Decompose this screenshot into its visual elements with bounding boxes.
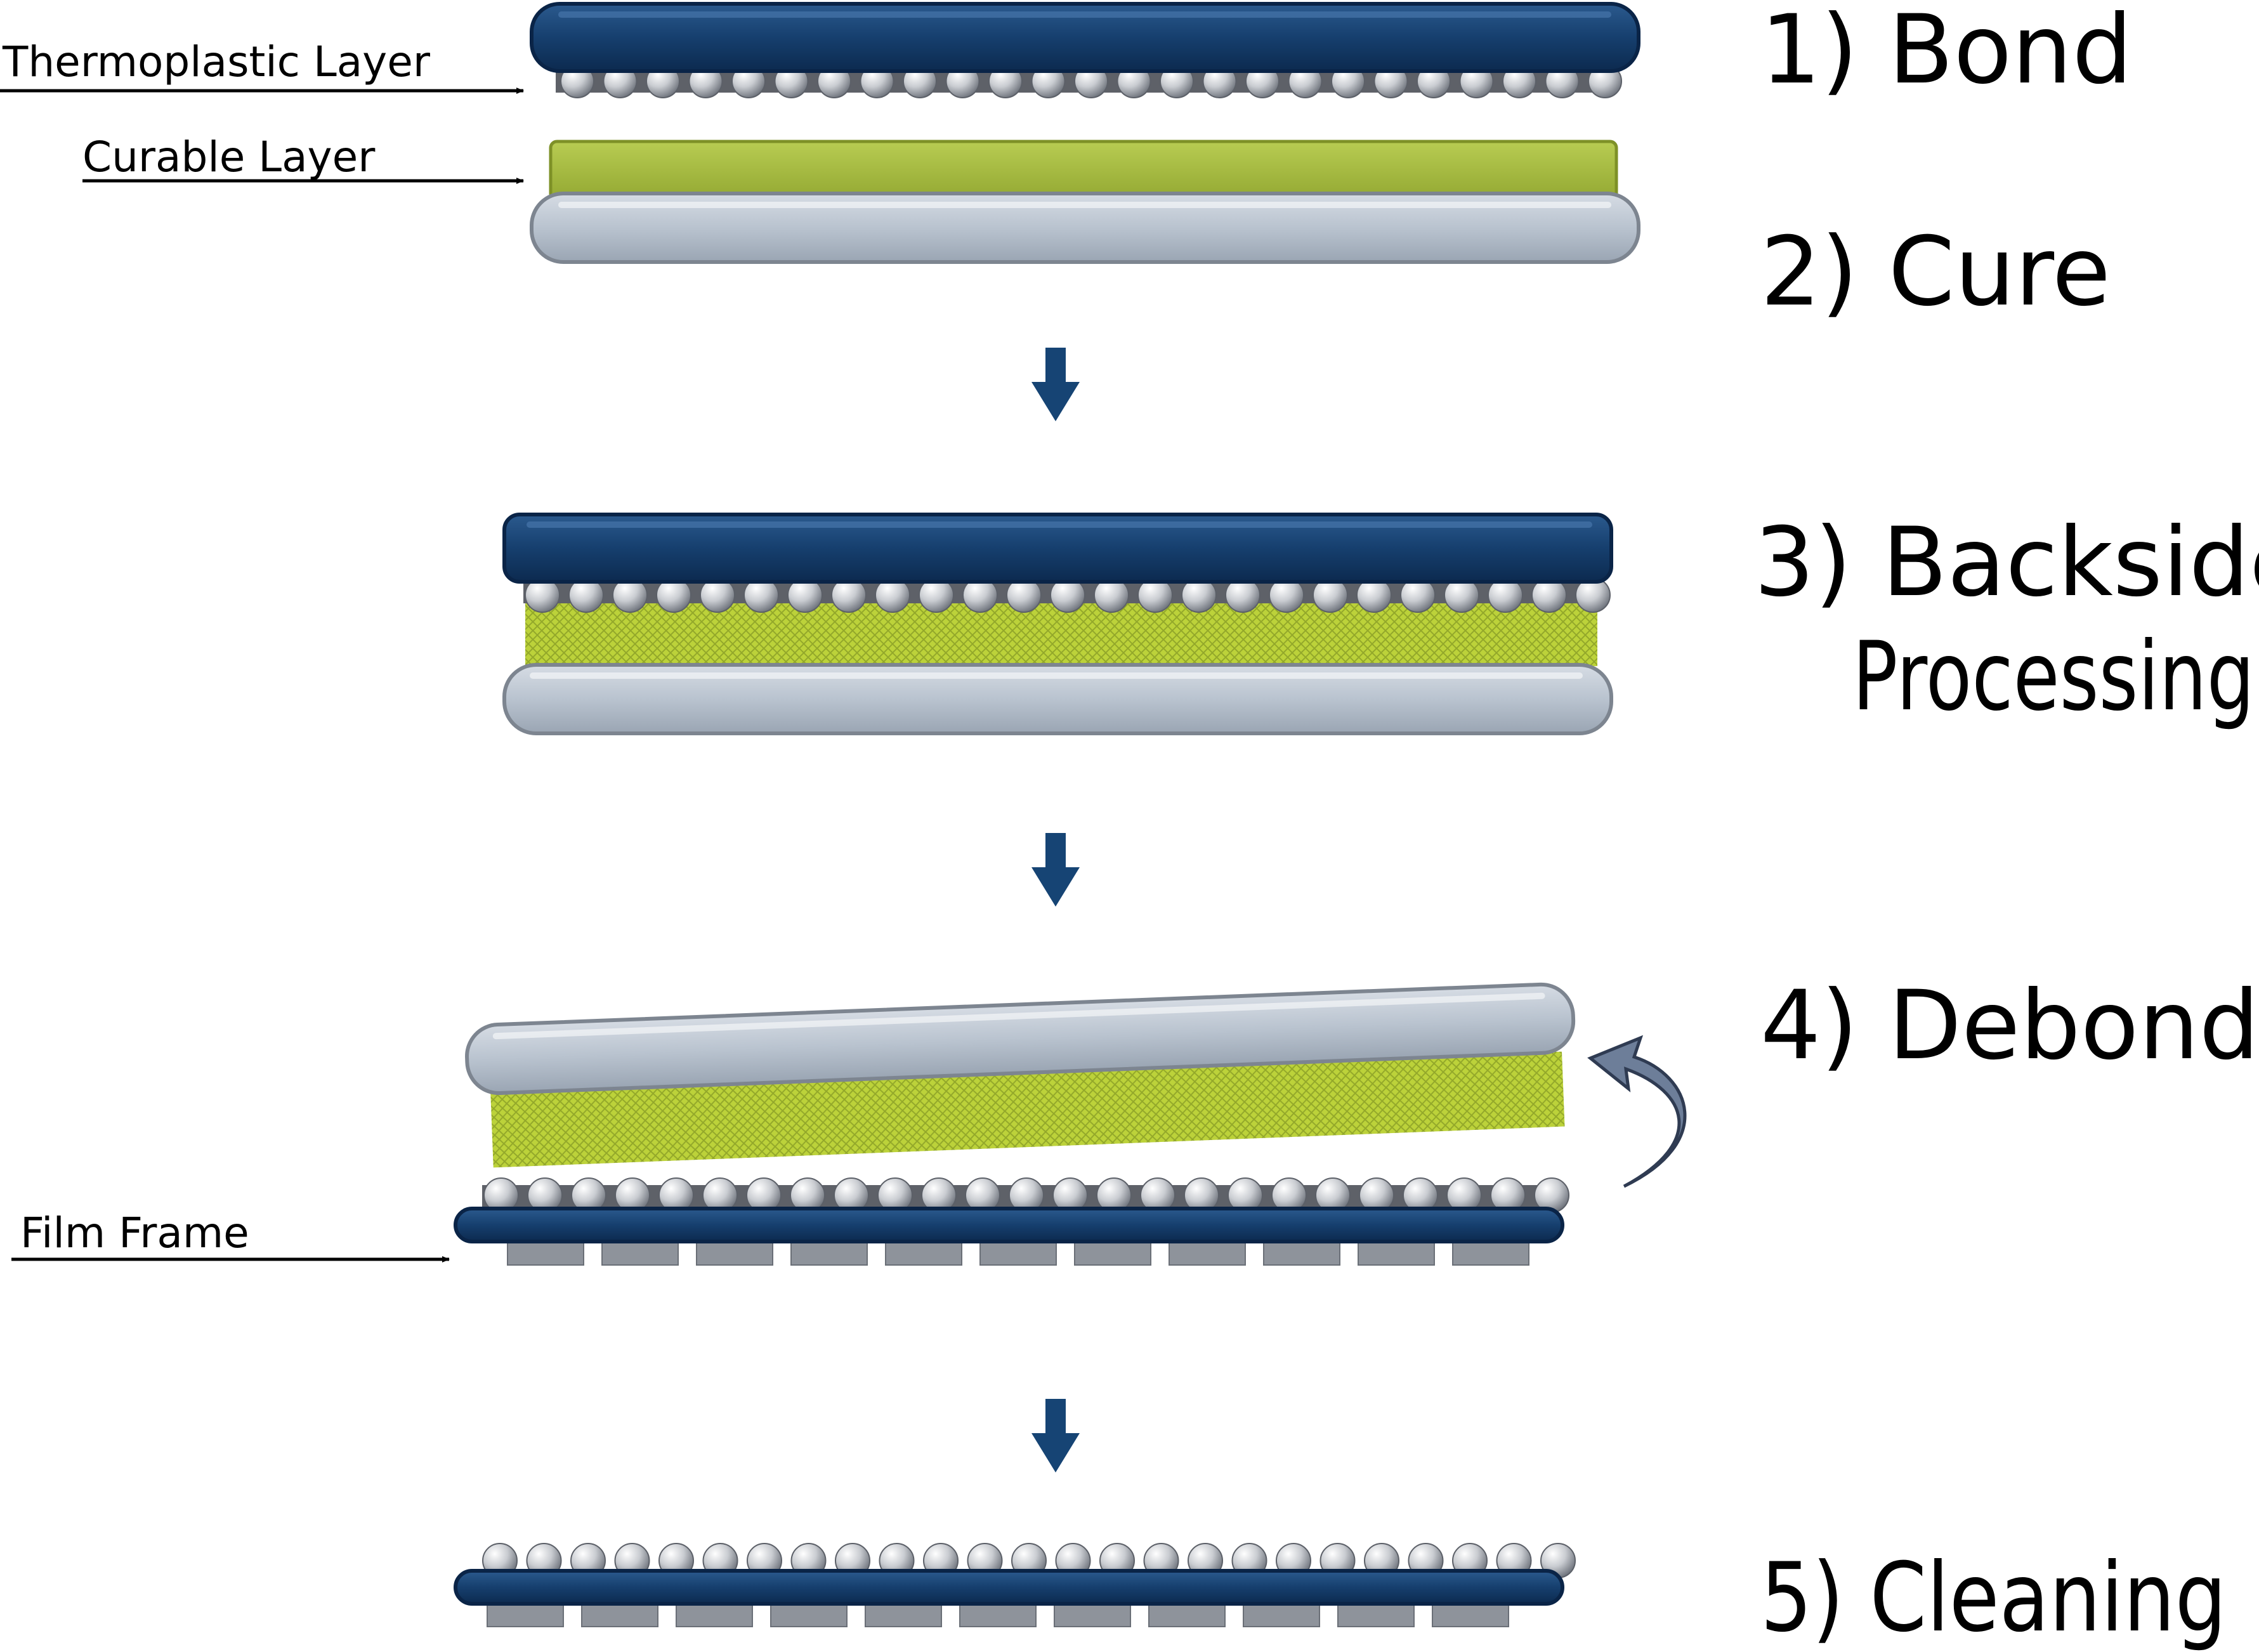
step4-carrier-wafer bbox=[465, 982, 1576, 1095]
step3-stack bbox=[502, 513, 1613, 735]
step1-wafer-highlight bbox=[558, 11, 1611, 18]
step5-cleaned-assembly bbox=[454, 1543, 1576, 1627]
step-2-label: 2) Cure bbox=[1760, 217, 2111, 327]
step-3-label-line2: Processing bbox=[1852, 622, 2255, 732]
step-3-label: 3) Backside bbox=[1754, 508, 2259, 618]
step3-device-wafer bbox=[502, 513, 1613, 584]
flow-arrow-down-2 bbox=[1031, 833, 1080, 907]
film-frame-label: Film Frame bbox=[20, 1209, 249, 1257]
step4-curable-layer bbox=[490, 1051, 1565, 1168]
step-1-label: 1) Bond bbox=[1760, 0, 2133, 105]
step4-solder-bumps bbox=[483, 1177, 1569, 1213]
thermoplastic-callout: Thermoplastic Layer bbox=[0, 37, 524, 94]
step2-carrier-assembly bbox=[530, 140, 1640, 264]
step2-carrier-wafer bbox=[530, 192, 1640, 264]
rotation-arrow bbox=[1587, 1035, 1687, 1188]
step-4-label: 4) Debond bbox=[1760, 971, 2259, 1081]
step4-carrier-highlight bbox=[492, 992, 1545, 1040]
step4-film-frame bbox=[454, 1207, 1564, 1243]
thermoplastic-layer-label: Thermoplastic Layer bbox=[2, 37, 431, 86]
curable-layer-label: Curable Layer bbox=[82, 133, 376, 181]
curable-callout: Curable Layer bbox=[82, 133, 524, 184]
step3-wafer-highlight bbox=[527, 521, 1592, 528]
film-frame-callout: Film Frame bbox=[11, 1209, 450, 1262]
step3-carrier-wafer bbox=[502, 663, 1613, 735]
step4-lifted-carrier bbox=[465, 982, 1576, 1168]
step-5-label: 5) Cleaning bbox=[1760, 1543, 2227, 1652]
flow-arrow-down-1 bbox=[1031, 348, 1080, 421]
step2-carrier-highlight bbox=[558, 202, 1611, 208]
step4-debond-assembly bbox=[454, 982, 1687, 1266]
step3-solder-bumps bbox=[525, 577, 1611, 613]
step1-device-wafer bbox=[530, 2, 1640, 73]
step1-device-assembly bbox=[530, 2, 1640, 98]
step3-carrier-highlight bbox=[530, 672, 1583, 679]
step5-film-frame bbox=[454, 1569, 1564, 1606]
step2-curable-layer bbox=[549, 140, 1618, 202]
flow-arrow-down-3 bbox=[1031, 1399, 1080, 1472]
